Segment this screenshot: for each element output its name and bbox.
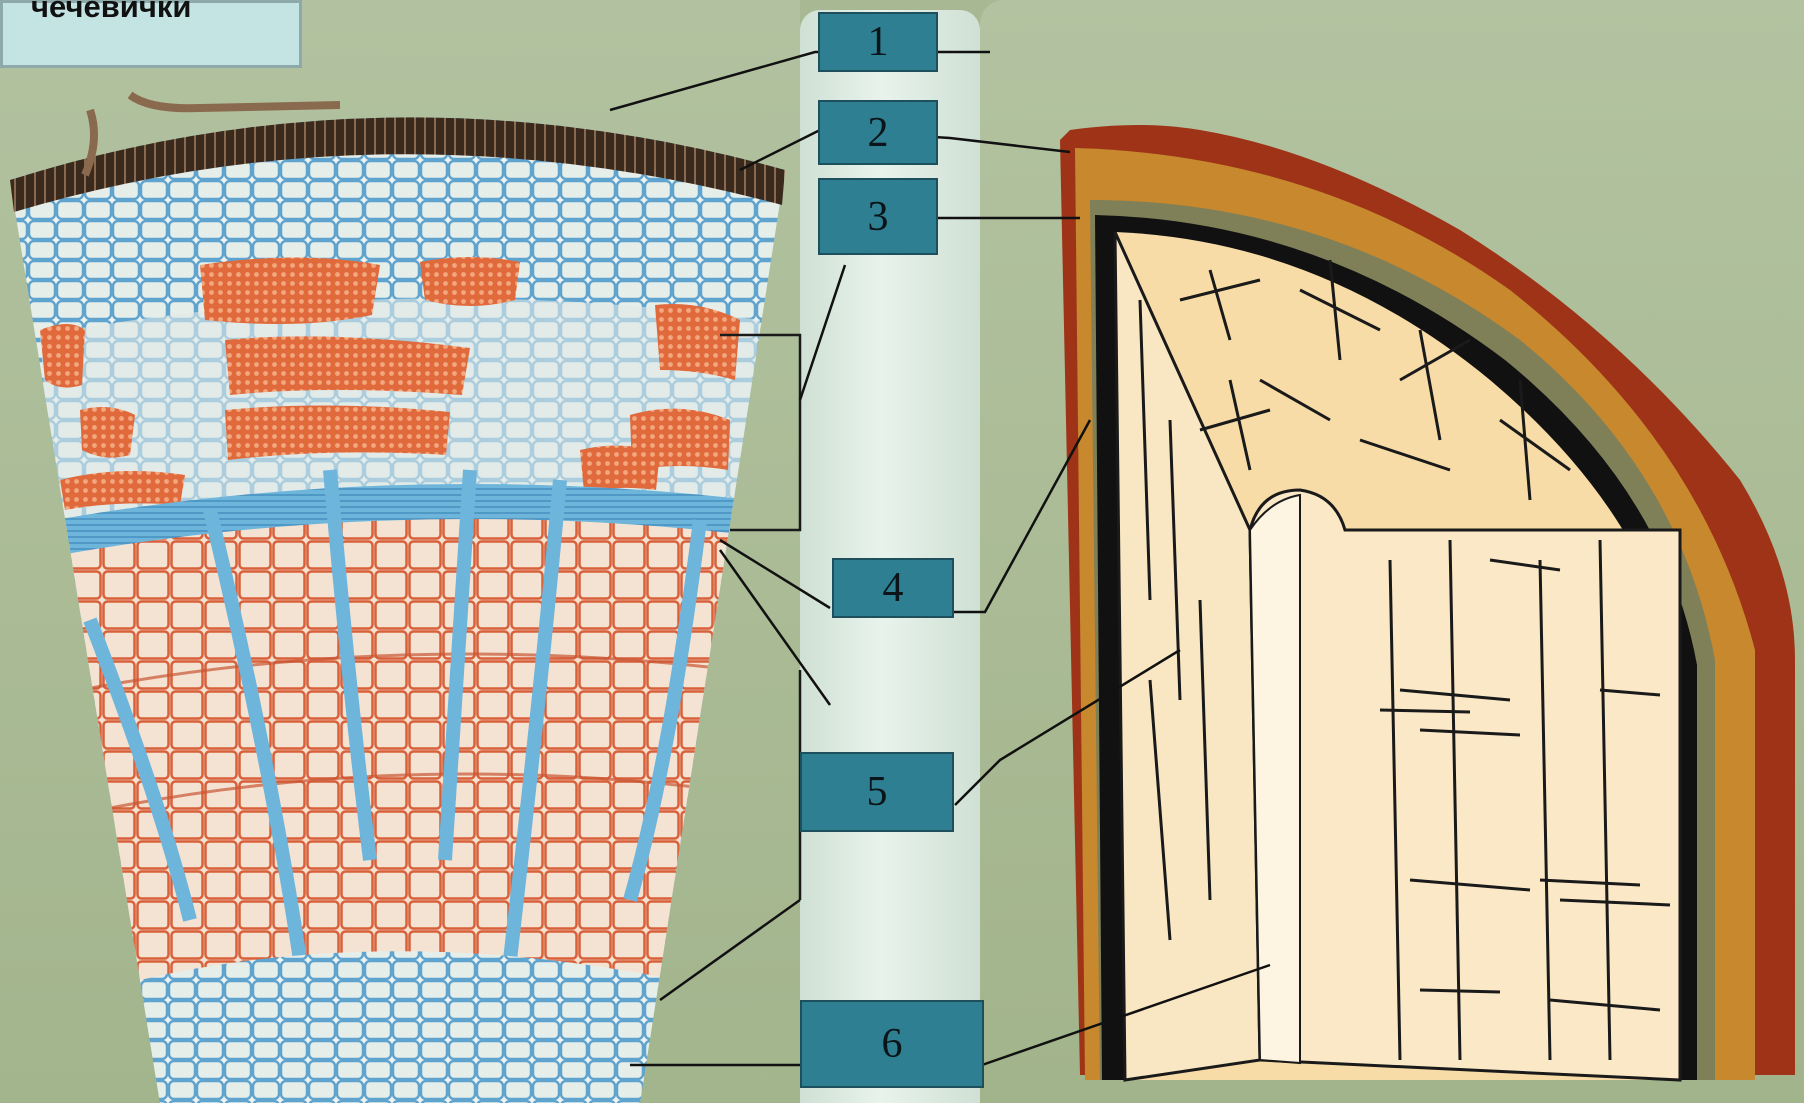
label-2: 2: [818, 100, 938, 165]
xylem-wood: [60, 519, 748, 1000]
label-4: 4: [832, 558, 954, 618]
caption-box: чечевички: [0, 0, 302, 68]
label-5: 5: [800, 752, 954, 832]
pith: [140, 951, 700, 1103]
lenticel: [130, 95, 340, 108]
stem-cross-section: [0, 60, 800, 1103]
caption-text: чечевички: [31, 0, 191, 25]
wood-block: [1060, 125, 1795, 1080]
label-6: 6: [800, 1000, 984, 1088]
label-3: 3: [818, 178, 938, 255]
label-1: 1: [818, 12, 938, 72]
